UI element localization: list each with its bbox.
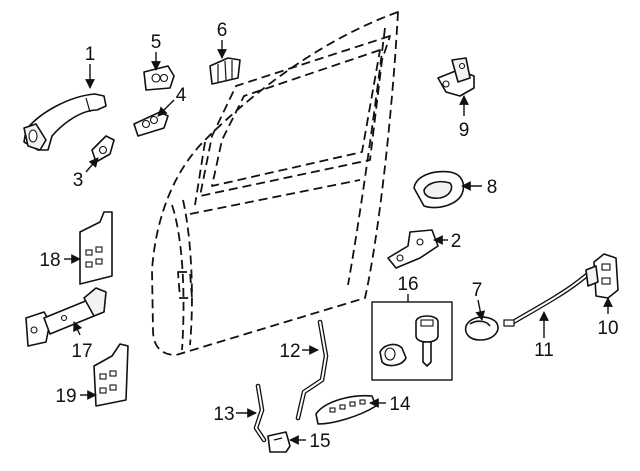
door-check-bracket xyxy=(79,211,113,285)
rod-clip xyxy=(267,431,291,453)
callout-18: 18 xyxy=(39,250,60,271)
handle-pad xyxy=(91,135,115,163)
callout-10: 10 xyxy=(597,318,618,339)
striker-plate xyxy=(387,229,439,269)
callout-11: 11 xyxy=(534,340,554,361)
callout-2: 2 xyxy=(451,231,462,252)
callout-labels: 1 2 3 4 5 6 7 8 9 10 11 12 13 14 15 16 1… xyxy=(39,20,618,452)
handle-cover xyxy=(209,57,241,85)
callout-17: 17 xyxy=(71,341,92,362)
lower-hinge-bracket xyxy=(93,343,129,407)
upper-hinge xyxy=(437,57,475,97)
handle-gasket-front xyxy=(143,65,175,91)
callout-15: 15 xyxy=(309,431,330,452)
leader-arrows xyxy=(64,40,613,445)
inside-door-handle xyxy=(315,394,377,425)
lock-actuator xyxy=(464,316,499,341)
callout-3: 3 xyxy=(73,170,84,191)
callout-16: 16 xyxy=(397,274,418,295)
inside-handle-bezel xyxy=(413,170,465,209)
callout-13: 13 xyxy=(213,404,234,425)
door-check xyxy=(25,287,107,347)
lock-rod xyxy=(295,319,329,421)
key-blade xyxy=(422,341,432,367)
lock-rod-lower xyxy=(253,383,267,443)
callout-6: 6 xyxy=(217,20,228,41)
callout-14: 14 xyxy=(389,394,411,415)
outside-door-handle xyxy=(23,93,107,151)
lock-cylinder-kit xyxy=(371,301,453,381)
callout-4: 4 xyxy=(176,85,187,106)
callout-7: 7 xyxy=(472,280,483,301)
callout-19: 19 xyxy=(55,386,76,407)
callout-1: 1 xyxy=(85,44,96,65)
kit-box xyxy=(371,301,453,381)
callout-5: 5 xyxy=(151,32,162,53)
callout-8: 8 xyxy=(487,177,498,198)
door-shell-outline xyxy=(151,11,399,356)
handle-gasket-rear xyxy=(133,111,169,137)
callout-9: 9 xyxy=(459,120,470,141)
latch-cable xyxy=(503,265,599,327)
callout-12: 12 xyxy=(279,341,300,362)
door-latch xyxy=(585,253,619,299)
